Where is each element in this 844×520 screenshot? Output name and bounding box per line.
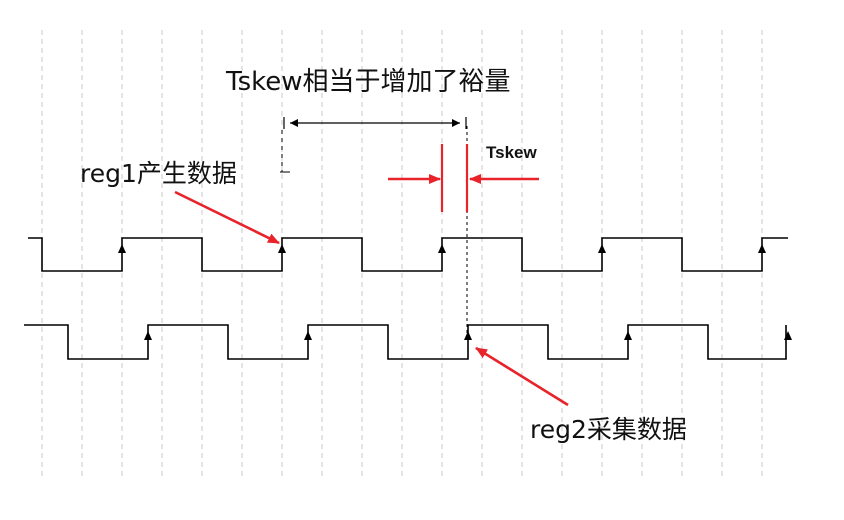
reg1-rising-edge-marker [118, 244, 126, 253]
reg1-label: reg1产生数据 [80, 159, 237, 188]
reg2-rising-edge-marker [624, 331, 632, 340]
reg1-rising-edge-markers [118, 244, 766, 253]
background-grid [41, 30, 763, 478]
reg2-rising-edge-marker [144, 331, 152, 340]
reg2-rising-edge-marker [784, 331, 792, 340]
reg1-pointer-arrow [174, 190, 280, 245]
reg2-clock-waveform [24, 324, 787, 360]
reg1-rising-edge-marker [598, 244, 606, 253]
tskew-marker [388, 144, 539, 212]
reg2-rising-edge-marker [464, 331, 472, 340]
reg2-pointer-arrow [475, 346, 569, 407]
reg2-label: reg2采集数据 [530, 415, 687, 444]
reg1-rising-edge-marker [278, 244, 286, 253]
diagram-title: Tskew相当于增加了裕量 [225, 67, 511, 97]
reg1-rising-edge-marker [758, 244, 766, 253]
reg1-rising-edge-marker [438, 244, 446, 253]
tskew-label: Tskew [486, 143, 537, 162]
reg1-clock-waveform [28, 237, 788, 272]
reg2-rising-edge-marker [304, 331, 312, 340]
reg2-rising-edge-markers [144, 331, 792, 340]
margin-dimension-arrow [283, 117, 467, 129]
